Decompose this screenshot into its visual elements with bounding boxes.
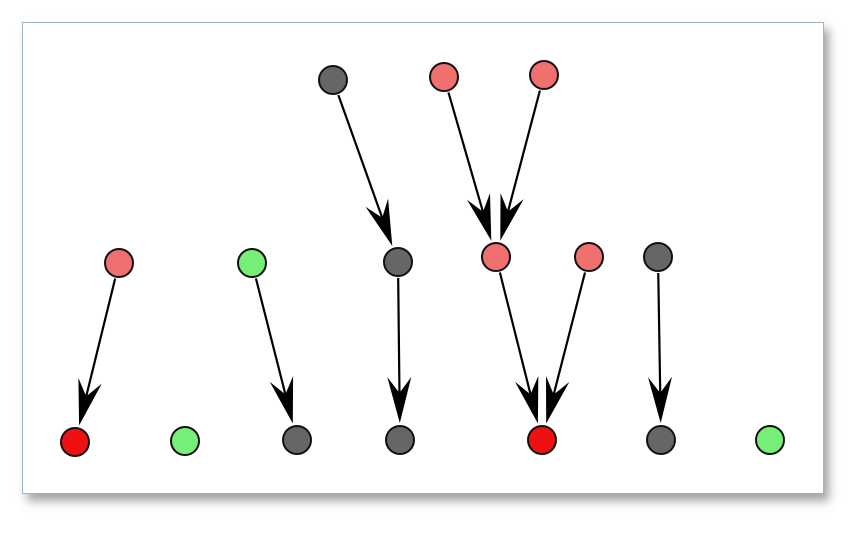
edge-r2-gray-b-to-r3-gray-c xyxy=(648,272,672,423)
node-r2-pink-c xyxy=(574,242,604,272)
node-r2-green xyxy=(237,248,267,278)
arrow-head xyxy=(269,376,294,424)
node-r3-gray-b xyxy=(385,425,415,455)
edge-r2-pink-to-r3-red-a xyxy=(78,278,117,426)
arrow-shaft xyxy=(254,278,287,395)
arrow-shaft xyxy=(657,272,662,394)
node-r2-gray-a xyxy=(383,247,413,277)
arrow-shaft xyxy=(506,90,541,212)
arrow-head xyxy=(515,376,539,424)
node-r2-pink-b xyxy=(481,242,511,272)
edge-r2-gray-a-to-r3-gray-b xyxy=(387,277,412,423)
edge-r2-green-to-r3-gray-a xyxy=(254,278,294,424)
node-r3-green-a xyxy=(170,426,200,456)
node-r1-gray xyxy=(318,65,348,95)
node-r2-pink xyxy=(104,248,134,278)
arrow-shaft xyxy=(397,277,401,394)
arrow-shaft xyxy=(337,94,384,219)
arrow-shaft xyxy=(552,272,587,395)
node-r1-pink-a xyxy=(429,62,459,92)
arrow-shaft xyxy=(85,278,117,397)
arrow-head xyxy=(387,376,412,423)
arrow-head xyxy=(365,198,393,246)
graph-diagram xyxy=(60,60,785,457)
node-r3-gray-c xyxy=(646,425,676,455)
node-r1-pink-b xyxy=(529,60,559,90)
node-r3-red-a xyxy=(60,427,90,457)
arrow-head xyxy=(500,193,524,241)
edge-r2-pink-b-to-r3-red-b xyxy=(498,272,539,424)
arrow-head xyxy=(648,376,672,423)
arrow-head xyxy=(467,193,492,241)
node-r2-gray-b xyxy=(643,242,673,272)
arrow-head xyxy=(78,378,102,426)
arrow-shaft xyxy=(447,92,485,213)
arrow-shaft xyxy=(498,272,532,395)
diagram-frame xyxy=(22,22,824,494)
edge-r2-pink-c-to-r3-red-b xyxy=(546,272,587,424)
edge-r1-pink-a-to-r2-pink-b xyxy=(447,92,492,241)
edge-r1-pink-b-to-r2-pink-b xyxy=(500,90,541,241)
node-r3-gray-a xyxy=(282,425,312,455)
edge-r1-gray-to-r2-gray-a xyxy=(337,94,393,246)
arrow-head xyxy=(546,376,570,424)
node-r3-red-b xyxy=(527,425,557,455)
node-r3-green-b xyxy=(755,425,785,455)
